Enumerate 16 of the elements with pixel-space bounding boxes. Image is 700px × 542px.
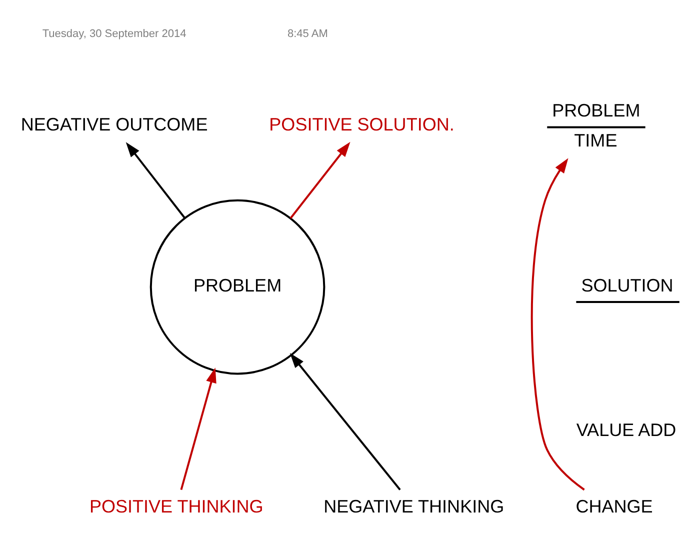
- label: 8:45 AM: [287, 28, 328, 40]
- node-text: CHANGE: [576, 496, 653, 516]
- node-circle: PROBLEM: [150, 199, 326, 375]
- label: Tuesday, 30 September 2014: [42, 28, 186, 40]
- node-text: POSITIVE SOLUTION.: [269, 114, 454, 135]
- arrow: [180, 368, 216, 490]
- arrow: [290, 142, 350, 219]
- node-text: NEGATIVE THINKING: [324, 496, 504, 516]
- node-text: NEGATIVE OUTCOME: [20, 114, 208, 135]
- label: VALUE ADD: [576, 420, 676, 440]
- node-text: POSITIVE THINKING: [89, 496, 264, 516]
- arrow: [290, 353, 401, 490]
- arrow: [126, 142, 186, 218]
- node-text: PROBLEM TIME: [552, 100, 640, 151]
- arrow: [530, 158, 585, 491]
- label: SOLUTION: [581, 275, 674, 296]
